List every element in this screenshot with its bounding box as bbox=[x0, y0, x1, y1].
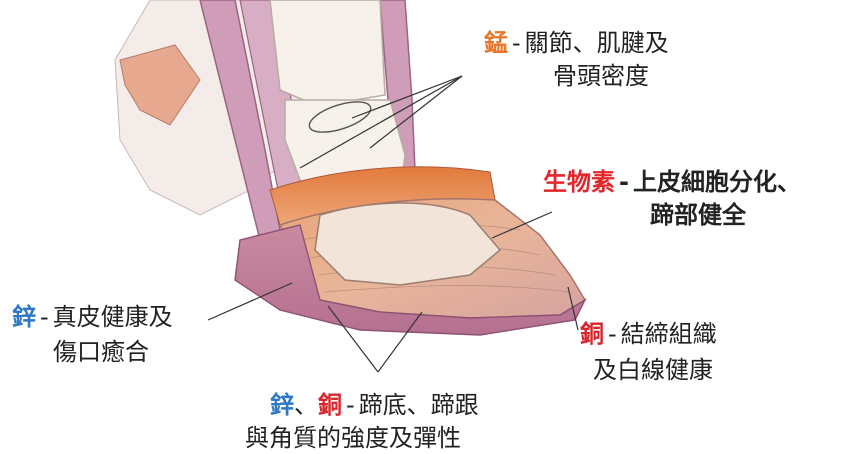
label-biotin: 生物素-上皮細胞分化、 bbox=[543, 166, 801, 198]
manganese-benefit-line1: 關節、肌腱及 bbox=[525, 29, 669, 57]
mineral-biotin: 生物素 bbox=[543, 168, 615, 196]
bone-long bbox=[270, 0, 385, 105]
mineral-zinc: 鋅 bbox=[270, 391, 294, 419]
dash: - bbox=[604, 320, 621, 348]
label-zinc-copper: 鋅、銅-蹄底、蹄跟 bbox=[270, 389, 479, 421]
separator: 、 bbox=[294, 391, 318, 419]
mineral-zinc: 鋅 bbox=[12, 303, 36, 331]
copper-benefit-line1: 結締組織 bbox=[621, 320, 717, 348]
manganese-benefit-line2: 骨頭密度 bbox=[553, 60, 649, 92]
biotin-benefit-line2: 蹄部健全 bbox=[650, 199, 746, 231]
dash: - bbox=[342, 391, 359, 419]
zinc-benefit-line1: 真皮健康及 bbox=[53, 303, 173, 331]
mineral-copper: 銅 bbox=[318, 391, 342, 419]
label-manganese: 錳-關節、肌腱及 bbox=[484, 27, 669, 59]
dash: - bbox=[36, 303, 53, 331]
zinc-copper-benefit-line2: 與角質的強度及彈性 bbox=[245, 422, 461, 454]
mineral-copper: 銅 bbox=[580, 320, 604, 348]
label-copper: 銅-結締組織 bbox=[580, 318, 717, 350]
copper-benefit-line2: 及白線健康 bbox=[593, 354, 713, 386]
mineral-manganese: 錳 bbox=[484, 29, 508, 57]
label-zinc: 鋅-真皮健康及 bbox=[12, 301, 173, 333]
biotin-benefit-line1: 上皮細胞分化、 bbox=[633, 168, 801, 196]
zinc-benefit-line2: 傷口癒合 bbox=[53, 336, 149, 368]
zinc-copper-benefit-line1: 蹄底、蹄跟 bbox=[359, 391, 479, 419]
dash: - bbox=[615, 168, 633, 196]
dash: - bbox=[508, 29, 525, 57]
